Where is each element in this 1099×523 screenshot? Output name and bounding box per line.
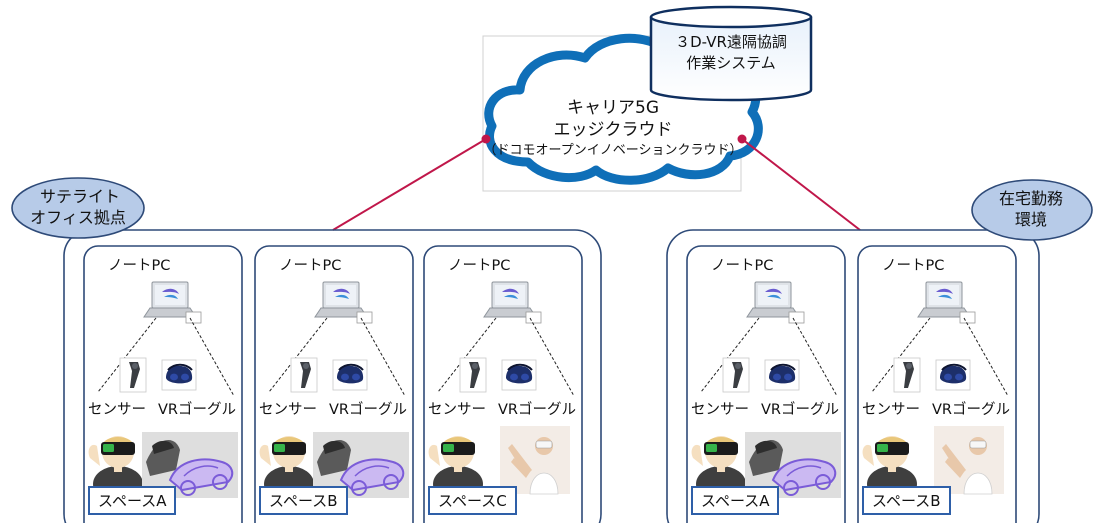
badge-satellite-line2: オフィス拠点: [30, 208, 126, 227]
connector-right: [741, 138, 861, 231]
vr-goggle-label: VRゴーグル: [932, 402, 1010, 418]
pc-port-box: [959, 311, 976, 324]
vr-headset-icon: [764, 359, 800, 391]
space-card-3: [686, 245, 846, 523]
vr-controller-icon: [893, 357, 921, 393]
badge-home: [971, 179, 1093, 241]
sensor-label: センサー: [862, 402, 920, 418]
pc-port-box: [525, 311, 542, 324]
pc-label: ノートPC: [448, 258, 511, 274]
badge-home-line2: 環境: [1014, 210, 1048, 229]
woman-vr-image: [934, 426, 1004, 495]
vr-goggle-label: VRゴーグル: [158, 402, 236, 418]
dashed-link-sensor: [437, 317, 497, 393]
database-line2: 作業システム: [686, 54, 776, 72]
sensor-label: センサー: [691, 402, 749, 418]
woman-vr-image: [500, 426, 570, 495]
space-card-4: [857, 245, 1017, 523]
pc-port-box: [185, 311, 202, 324]
space-label: スペースC: [428, 486, 517, 515]
pc-label: ノートPC: [882, 258, 945, 274]
vr-goggle-label: VRゴーグル: [498, 402, 576, 418]
badge-satellite: [11, 177, 145, 239]
vr-headset-icon: [332, 359, 368, 391]
vr-controller-icon: [119, 357, 147, 393]
pc-port-box: [788, 311, 805, 324]
dashed-link-sensor: [268, 317, 328, 393]
space-label: スペースB: [862, 486, 951, 515]
dashed-link-sensor: [871, 317, 931, 393]
vr-controller-icon: [722, 357, 750, 393]
vr-headset-icon: [501, 359, 537, 391]
cloud-title-line1: キャリア5G: [567, 98, 659, 118]
database-line1: ３D-VR遠隔協調: [675, 33, 787, 51]
space-card-1: [254, 245, 414, 523]
space-label: スペースA: [691, 486, 780, 515]
connector-right-dot: [737, 134, 747, 144]
space-card-0: [83, 245, 243, 523]
vr-headset-icon: [935, 359, 971, 391]
space-card-2: [423, 245, 583, 523]
pc-label: ノートPC: [279, 258, 342, 274]
sensor-label: センサー: [88, 402, 146, 418]
vr-headset-icon: [161, 359, 197, 391]
car-model-image: [313, 432, 409, 498]
laptop-icon: [143, 281, 197, 318]
dashed-link-vr: [963, 317, 1009, 397]
sensor-label: センサー: [259, 402, 317, 418]
cloud-title-line2: エッジクラウド: [553, 120, 673, 140]
badge-satellite-line1: サテライト: [39, 187, 121, 206]
dashed-link-vr: [792, 317, 838, 397]
connector-left-dot: [481, 134, 491, 144]
car-model-image: [745, 432, 841, 498]
pc-port-box: [356, 311, 373, 324]
sensor-label: センサー: [428, 402, 486, 418]
dashed-link-sensor: [700, 317, 760, 393]
site-frame-satellite: [63, 229, 602, 523]
pc-label: ノートPC: [108, 258, 171, 274]
car-model-image: [142, 432, 238, 498]
database-cylinder: [649, 5, 813, 102]
cloud-subtitle: （ドコモオープンイノベーションクラウド）: [483, 143, 743, 158]
vr-goggle-label: VRゴーグル: [761, 402, 839, 418]
pc-label: ノートPC: [711, 258, 774, 274]
laptop-icon: [314, 281, 368, 318]
space-label: スペースB: [259, 486, 348, 515]
laptop-icon: [917, 281, 971, 318]
vr-controller-icon: [459, 357, 487, 393]
laptop-icon: [483, 281, 537, 318]
badge-home-line1: 在宅勤務: [998, 189, 1064, 208]
space-label: スペースA: [88, 486, 177, 515]
laptop-icon: [746, 281, 800, 318]
vr-goggle-label: VRゴーグル: [329, 402, 407, 418]
dashed-link-vr: [529, 317, 575, 397]
dashed-link-vr: [360, 317, 406, 397]
connector-left: [332, 138, 487, 231]
vr-controller-icon: [290, 357, 318, 393]
site-frame-home: [666, 229, 1040, 523]
dashed-link-vr: [189, 317, 235, 397]
dashed-link-sensor: [97, 317, 157, 393]
